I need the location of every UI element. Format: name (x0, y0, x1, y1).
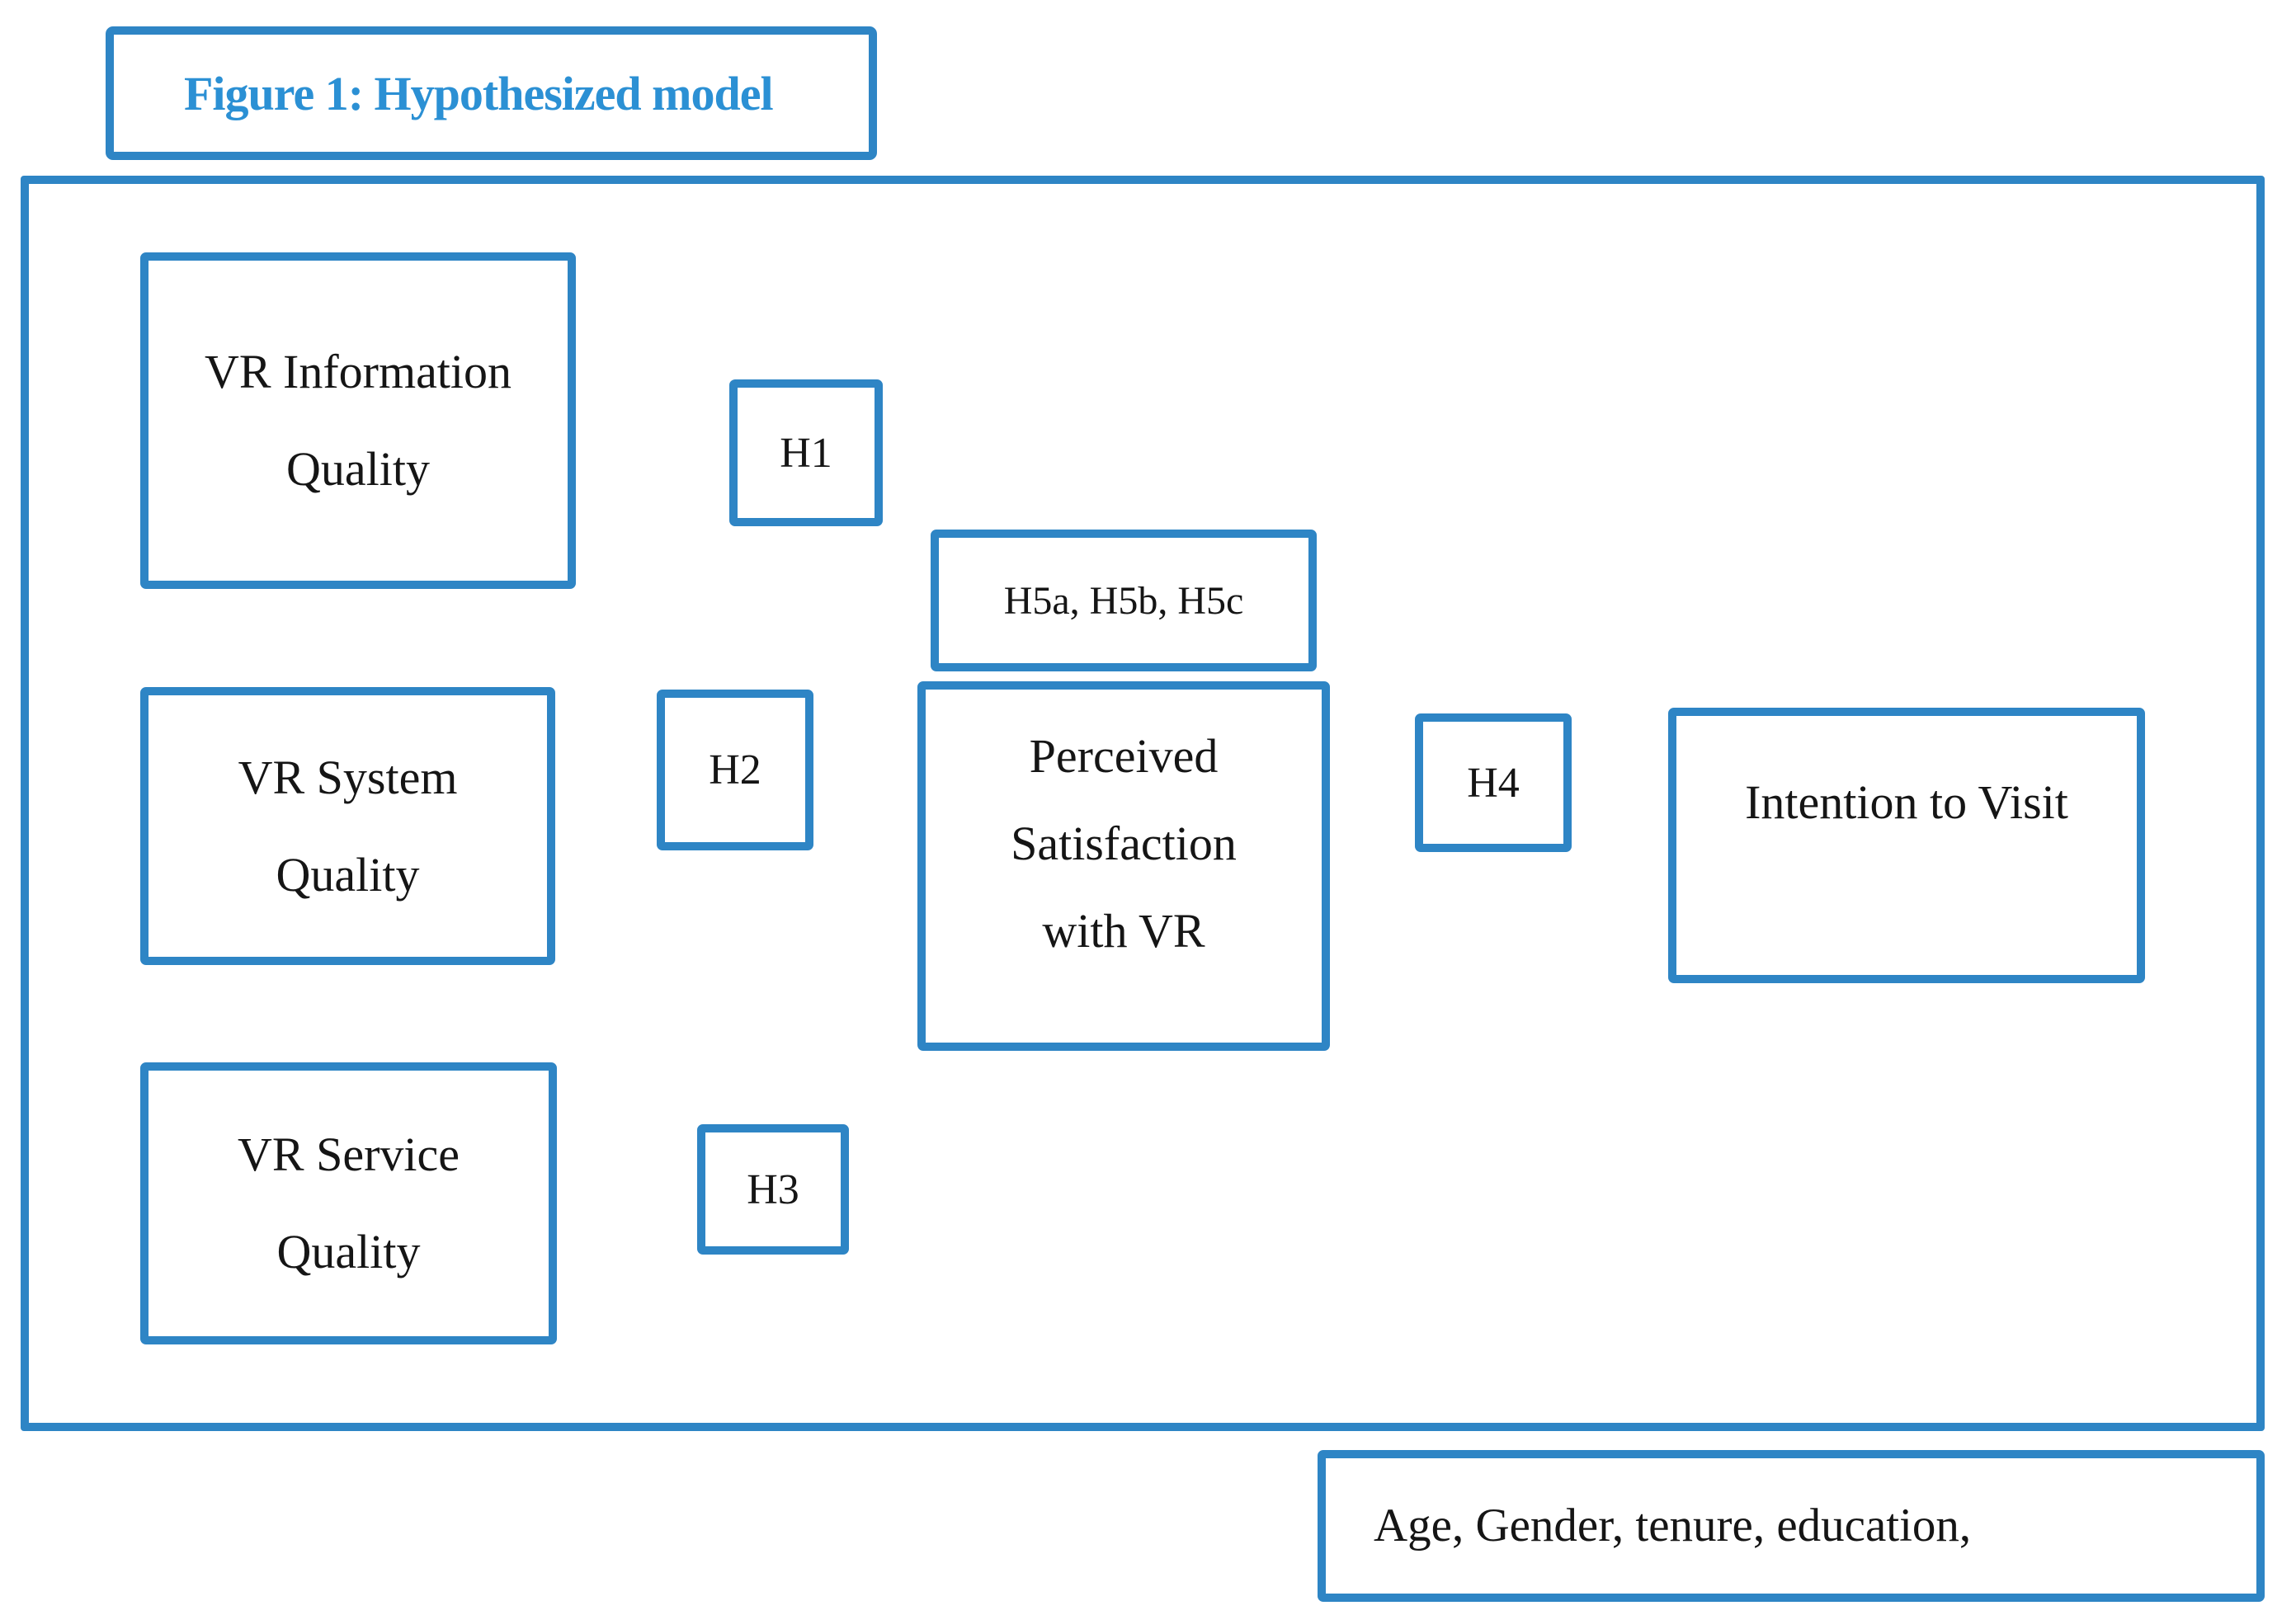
hypothesis-h5-label: H5a, H5b, H5c (1003, 578, 1244, 623)
hypothesis-h1-label: H1 (780, 429, 832, 477)
figure-title-box: Figure 1: Hypothesized model (106, 26, 877, 160)
node-label-line: Satisfaction (1011, 816, 1237, 870)
node-intention-to-visit: Intention to Visit (1668, 708, 2145, 983)
node-label-line: Quality (276, 1225, 421, 1278)
node-label-line: Quality (276, 847, 420, 902)
hypothesis-h3-label: H3 (747, 1165, 799, 1213)
node-label-line: Intention to Visit (1745, 775, 2068, 829)
figure-title: Figure 1: Hypothesized model (184, 66, 774, 120)
hypothesis-h4-label: H4 (1467, 759, 1520, 807)
node-control-variables: Age, Gender, tenure, education, (1318, 1450, 2265, 1602)
node-label-line: Age, Gender, tenure, education, (1374, 1500, 1972, 1551)
node-vr-information-quality: VR Information Quality (140, 252, 576, 589)
node-label-line: VR Service (238, 1128, 460, 1181)
node-label-line: Quality (286, 442, 430, 496)
node-label-line: Perceived (1029, 728, 1219, 783)
hypothesis-h5-box: H5a, H5b, H5c (931, 530, 1317, 671)
node-label-line: with VR (1042, 903, 1205, 958)
hypothesis-h4-box: H4 (1415, 713, 1572, 852)
node-label-line: VR System (238, 750, 458, 804)
node-label-line: VR Information (204, 345, 512, 398)
hypothesis-h1-box: H1 (729, 379, 883, 526)
node-perceived-satisfaction: Perceived Satisfaction with VR (917, 681, 1330, 1051)
hypothesis-h2-box: H2 (657, 690, 813, 850)
hypothesis-h2-label: H2 (709, 746, 761, 793)
node-vr-service-quality: VR Service Quality (140, 1062, 557, 1344)
hypothesis-h3-box: H3 (697, 1124, 849, 1255)
node-vr-system-quality: VR System Quality (140, 687, 555, 965)
